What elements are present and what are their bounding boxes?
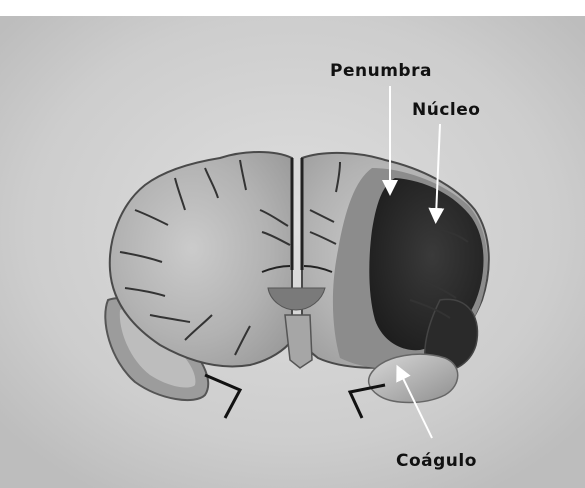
label-penumbra: Penumbra xyxy=(330,61,432,81)
label-coagulo: Coágulo xyxy=(396,451,477,471)
label-nucleo: Núcleo xyxy=(412,100,480,120)
